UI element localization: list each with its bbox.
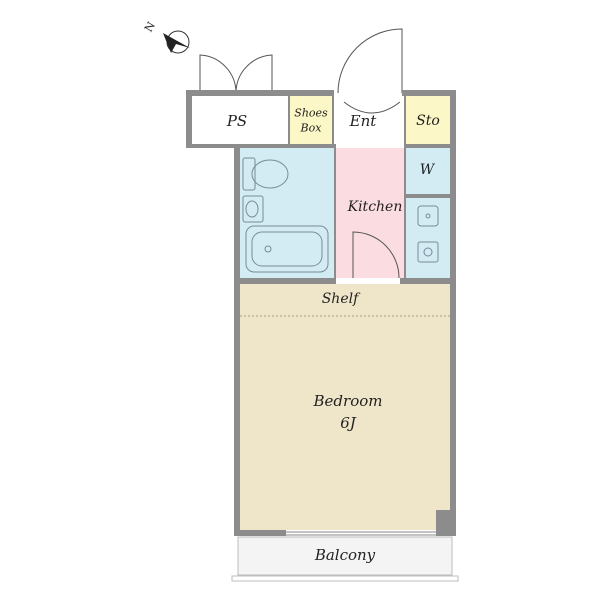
bedroom-room [240,284,450,530]
storage-room [406,96,451,144]
entrance-room [334,96,404,144]
toilet-icon [242,157,289,191]
shoes-box-room [290,96,332,144]
bedroom-label: Bedroom [313,392,383,410]
washer-room [406,148,450,194]
balcony-area [237,536,453,576]
entrance-label: Ent [349,112,378,130]
sink-counter [406,198,450,278]
compass: N [142,19,190,54]
ps-room [192,96,288,144]
sink-icon [417,205,439,227]
shoes-box-label-line1: Shoes [294,107,328,120]
ps-label: PS [226,112,247,130]
entrance-door [337,28,403,94]
balcony-label: Balcony [314,546,376,564]
walls [186,90,456,536]
shoes-box-label-line2: Box [300,122,323,135]
bedroom-door [352,231,400,279]
balcony-rail [231,575,459,582]
ps-door-left [199,54,237,94]
bedroom-size-label: 6J [340,414,357,432]
storage-label: Sto [416,113,440,129]
shelf-label: Shelf [322,291,361,307]
washer-label: W [420,162,436,178]
compass-label: N [142,19,158,34]
entrance-step [343,101,401,114]
kitchen-room [336,148,406,278]
stove-icon [417,241,439,263]
ps-doors [199,54,273,94]
ps-door-right [235,54,273,94]
bathtub-icon [245,225,329,273]
north-arrow-icon [163,33,190,53]
washbasin-icon [242,195,264,223]
kitchen-label: Kitchen [347,199,403,215]
